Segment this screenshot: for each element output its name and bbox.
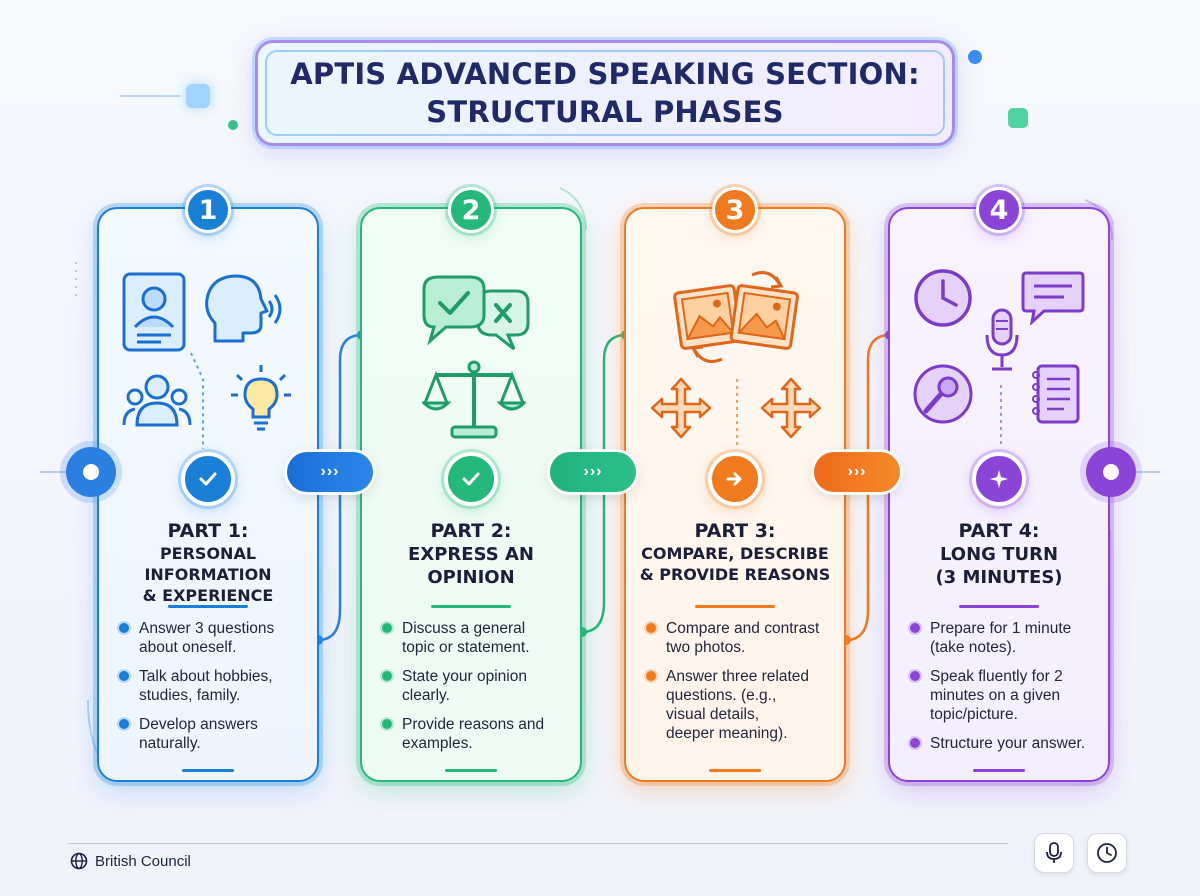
part-title: PART 1: PERSONAL INFORMATION & EXPERIENC… (105, 519, 311, 606)
chevrons-right-icon: ››› (814, 452, 900, 492)
people-icon (122, 374, 192, 427)
bullet-list: Discuss a general topic or statement. St… (380, 619, 572, 763)
page-title: APTIS ADVANCED SPEAKING SECTION: STRUCTU… (290, 57, 920, 129)
move-arrows-icon (760, 377, 822, 439)
clock-icon (1097, 843, 1117, 863)
list-item: State your opinion clearly. (380, 667, 572, 705)
part-card-2: 2 PART 2: EXPRESS AN OPINION Discuss a g… (360, 187, 582, 782)
part-card-1: 1 (97, 187, 319, 782)
balance-scale-icon (422, 360, 526, 439)
part-title: PART 4: LONG TURN (3 MINUTES) (896, 519, 1102, 589)
speaking-head-icon (205, 274, 282, 343)
footer-brand: British Council (70, 852, 191, 870)
part-label: PART 4: (958, 520, 1040, 542)
bullet-list: Compare and contrast two photos. Answer … (644, 619, 836, 753)
decor-dot (228, 120, 238, 130)
part-subtitle: LONG TURN (3 MINUTES) (935, 544, 1063, 588)
dashed-connector (190, 352, 204, 449)
part-title: PART 3: COMPARE, DESCRIBE & PROVIDE REAS… (632, 519, 838, 585)
bullet-list: Prepare for 1 minute (take notes). Speak… (908, 619, 1100, 763)
move-arrows-icon (650, 377, 712, 439)
divider (182, 769, 234, 772)
lightbulb-icon (231, 365, 291, 431)
list-item: Answer three related questions. (e.g., v… (644, 667, 836, 743)
divider (709, 769, 761, 772)
part-number-badge: 1 (185, 187, 231, 233)
notebook-icon (1032, 364, 1080, 424)
divider (973, 769, 1025, 772)
part-label: PART 2: (430, 520, 512, 542)
part-number-badge: 4 (976, 187, 1022, 233)
list-item: Answer 3 questions about oneself. (117, 619, 309, 657)
check-icon (444, 452, 498, 506)
decor-dot (1008, 108, 1028, 128)
part-number-badge: 2 (448, 187, 494, 233)
dashed-connector (1000, 385, 1002, 445)
decor-dot (186, 84, 210, 108)
part-title: PART 2: EXPRESS AN OPINION (368, 519, 574, 589)
microphone-button[interactable] (1034, 833, 1074, 873)
chevrons-right-icon: ››› (550, 452, 636, 492)
list-item: Prepare for 1 minute (take notes). (908, 619, 1100, 657)
timeline-end-node (1086, 447, 1136, 497)
part-label: PART 1: (167, 520, 249, 542)
part-number-badge: 3 (712, 187, 758, 233)
clock-icon (914, 269, 972, 327)
part-subtitle: COMPARE, DESCRIBE & PROVIDE REASONS (639, 544, 831, 584)
footer-divider (68, 843, 1008, 844)
list-item: Provide reasons and examples. (380, 715, 572, 753)
divider (445, 769, 497, 772)
divider (695, 605, 775, 608)
divider (431, 605, 511, 608)
divider (168, 605, 248, 608)
brand-name: British Council (95, 852, 191, 870)
list-item: Structure your answer. (908, 734, 1100, 753)
part-label: PART 3: (694, 520, 776, 542)
divider (959, 605, 1039, 608)
chevrons-right-icon: ››› (287, 452, 373, 492)
decor-dot (968, 50, 982, 64)
part-card-3: 3 (624, 187, 846, 782)
list-item: Talk about hobbies, studies, family. (117, 667, 309, 705)
decor-dash (120, 95, 180, 97)
clock-button[interactable] (1087, 833, 1127, 873)
list-item: Develop answers naturally. (117, 715, 309, 753)
microphone-icon (913, 364, 973, 424)
list-item: Speak fluently for 2 minutes on a given … (908, 667, 1100, 724)
part-card-4: 4 (888, 187, 1110, 782)
part-subtitle: PERSONAL INFORMATION & EXPERIENCE (142, 544, 274, 605)
bullet-list: Answer 3 questions about oneself. Talk a… (117, 619, 309, 763)
dashed-connector (736, 379, 738, 449)
id-card-icon (122, 272, 186, 352)
sparkle-icon (972, 452, 1026, 506)
speech-bubble-icon (1021, 271, 1085, 325)
timeline-start-node (66, 447, 116, 497)
photos-icon (673, 271, 799, 363)
check-cross-speech-icon (422, 275, 530, 351)
microphone-icon (985, 308, 1019, 371)
part-subtitle: EXPRESS AN OPINION (408, 544, 534, 588)
list-item: Compare and contrast two photos. (644, 619, 836, 657)
list-item: Discuss a general topic or statement. (380, 619, 572, 657)
microphone-icon (1046, 842, 1062, 863)
arrow-right-icon (708, 452, 762, 506)
globe-icon (70, 852, 88, 870)
check-icon (181, 452, 235, 506)
title-banner: APTIS ADVANCED SPEAKING SECTION: STRUCTU… (255, 40, 955, 146)
